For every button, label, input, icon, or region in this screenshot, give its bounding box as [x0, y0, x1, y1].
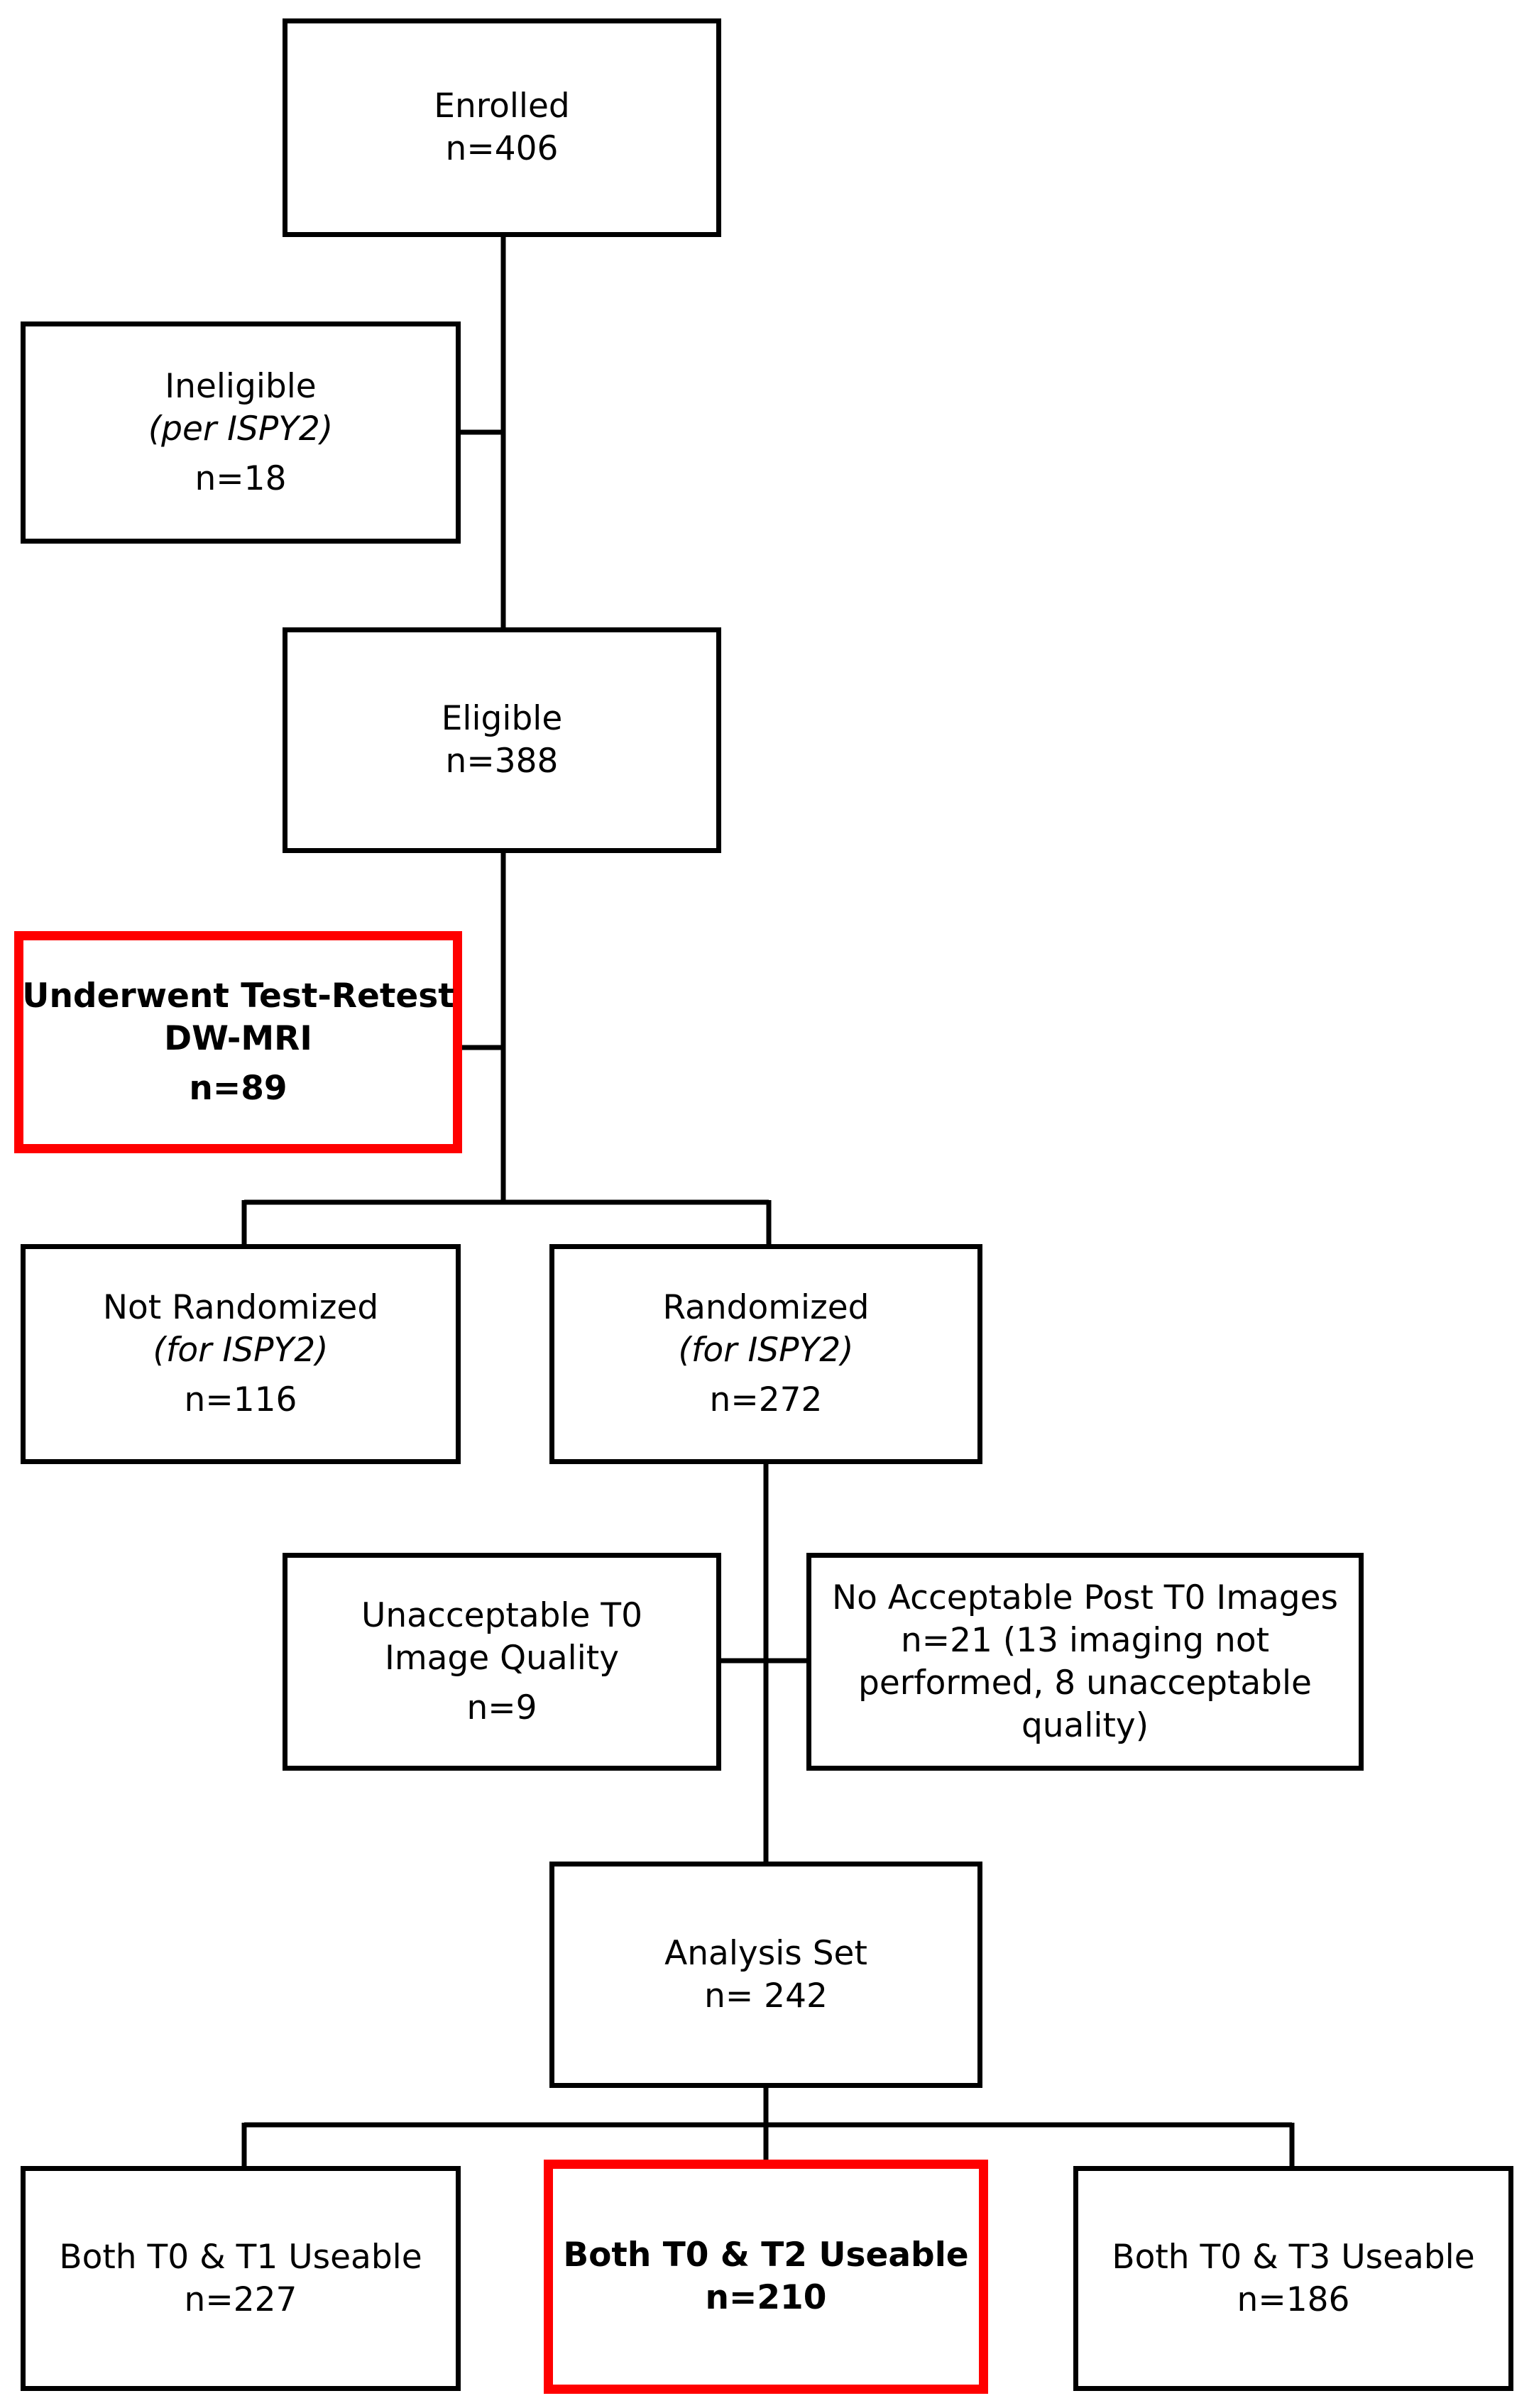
no-post-t0-detail: performed, 8 unacceptable [858, 1663, 1312, 1703]
no-post-t0-detail-2: quality) [1021, 1705, 1149, 1745]
analysis-set-label: Analysis Set [664, 1933, 867, 1973]
ineligible-note: (per ISPY2) [148, 409, 334, 449]
box-t0-t3: Both T0 & T3 Useable n=186 [1073, 2166, 1513, 2391]
test-retest-modality: DW-MRI [164, 1018, 312, 1058]
eligible-count: n=388 [445, 742, 559, 781]
box-unacceptable-t0: Unacceptable T0 Image Quality n=9 [283, 1553, 721, 1771]
box-randomized: Randomized (for ISPY2) n=272 [549, 1244, 982, 1464]
enrolled-count: n=406 [445, 129, 559, 168]
unacceptable-t0-count: n=9 [466, 1688, 537, 1727]
t0-t3-label: Both T0 & T3 Useable [1112, 2237, 1475, 2277]
not-randomized-note: (for ISPY2) [153, 1331, 329, 1370]
box-test-retest: Underwent Test-Retest DW-MRI n=89 [14, 931, 462, 1153]
box-no-post-t0: No Acceptable Post T0 Images n=21 (13 im… [806, 1553, 1364, 1771]
randomized-note: (for ISPY2) [678, 1331, 854, 1370]
t0-t3-count: n=186 [1237, 2280, 1350, 2319]
box-not-randomized: Not Randomized (for ISPY2) n=116 [21, 1244, 461, 1464]
t0-t1-count: n=227 [184, 2280, 297, 2319]
test-retest-label: Underwent Test-Retest [22, 976, 454, 1016]
box-analysis-set: Analysis Set n= 242 [549, 1862, 982, 2088]
unacceptable-t0-label: Unacceptable T0 [361, 1595, 642, 1635]
t0-t2-label: Both T0 & T2 Useable [563, 2236, 969, 2275]
box-eligible: Eligible n=388 [283, 627, 721, 853]
box-ineligible: Ineligible (per ISPY2) n=18 [21, 321, 461, 544]
not-randomized-label: Not Randomized [102, 1288, 379, 1327]
randomized-count: n=272 [709, 1380, 823, 1419]
t0-t2-count: n=210 [705, 2278, 827, 2317]
eligible-label: Eligible [441, 699, 563, 738]
enrolled-label: Enrolled [434, 87, 570, 126]
analysis-set-count: n= 242 [704, 1976, 828, 2016]
randomized-label: Randomized [662, 1288, 870, 1327]
no-post-t0-count: n=21 (13 imaging not [900, 1620, 1270, 1660]
test-retest-count: n=89 [189, 1068, 287, 1108]
ineligible-count: n=18 [195, 458, 287, 498]
box-t0-t2: Both T0 & T2 Useable n=210 [544, 2160, 988, 2394]
box-t0-t1: Both T0 & T1 Useable n=227 [21, 2166, 461, 2391]
no-post-t0-label: No Acceptable Post T0 Images [831, 1578, 1339, 1617]
unacceptable-t0-label-2: Image Quality [384, 1638, 620, 1678]
not-randomized-count: n=116 [184, 1380, 297, 1419]
t0-t1-label: Both T0 & T1 Useable [59, 2237, 422, 2277]
box-enrolled: Enrolled n=406 [283, 18, 721, 237]
ineligible-label: Ineligible [165, 366, 317, 406]
